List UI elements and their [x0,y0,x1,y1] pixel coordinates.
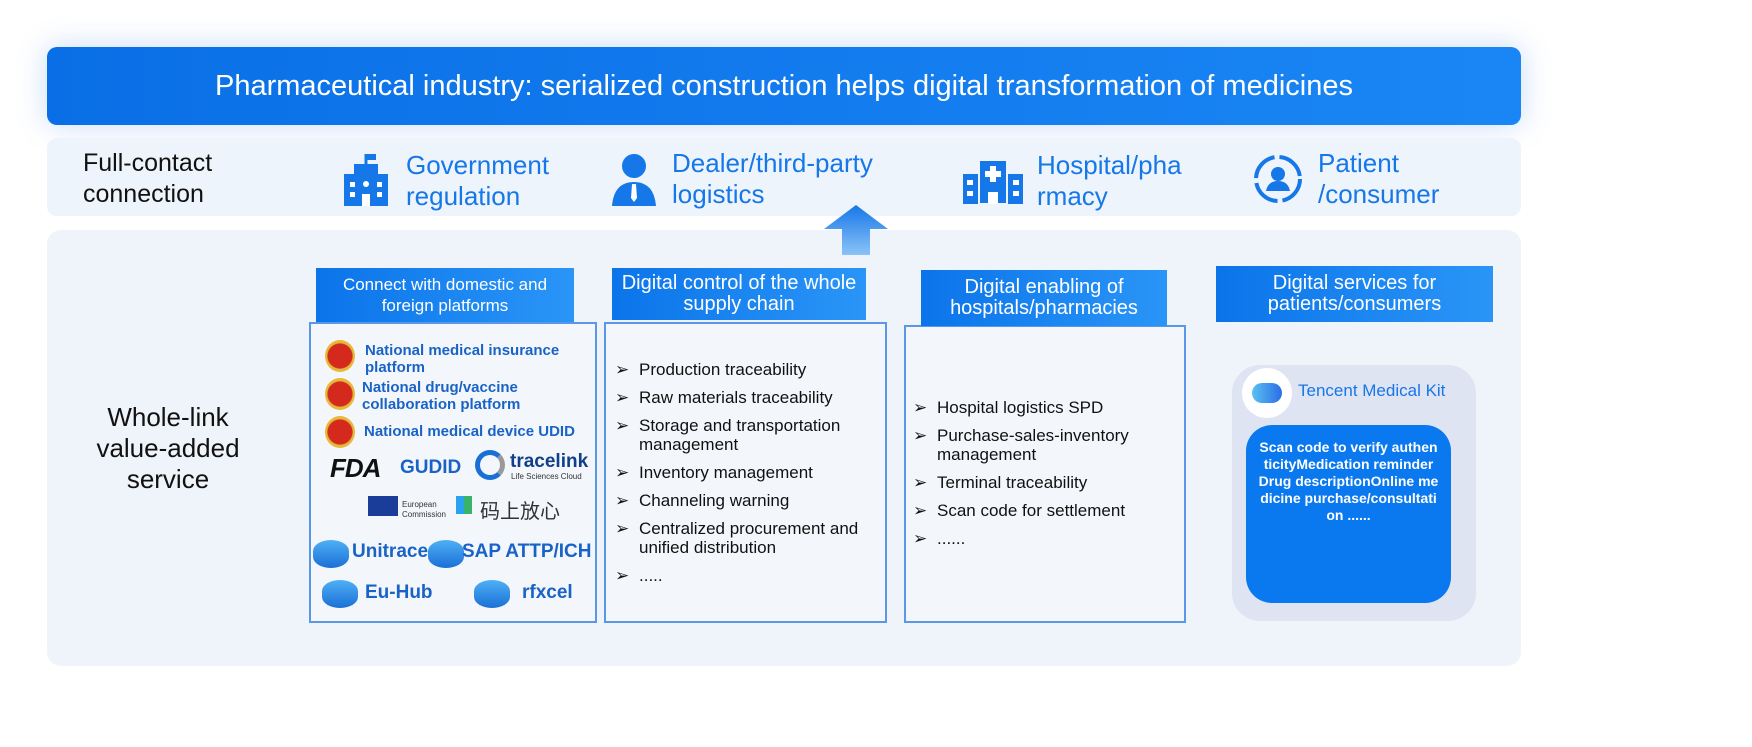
category-label: Government [406,150,550,180]
tencent-medical-kit-label: Tencent Medical Kit [1298,381,1446,400]
category-label: /consumer [1318,179,1440,209]
system-item: rfxcel [522,582,573,603]
list-item: ➢..... [615,566,663,585]
label-line: Whole-link [107,402,229,432]
item-text: Raw materials traceability [639,388,833,407]
category-label: regulation [406,181,521,211]
patient-services-header: Digital services for patients/consumers [1216,266,1493,322]
item-text: Terminal traceability [937,473,1088,492]
list-item: ➢...... [913,529,966,548]
gudid-label: GUDID [400,457,462,478]
up-arrow-icon [824,205,888,255]
system-item: Eu-Hub [365,582,433,603]
list-item: ➢Terminal traceability [913,473,1088,492]
category-label: Dealer/third-party [672,148,873,178]
fda-logo: FDA [330,453,381,483]
full-contact-label: Full-contact connection [83,148,212,210]
label-line: connection [83,180,204,208]
system-item: SAP ATTP/ICH [462,541,592,562]
patient-services-list: Scan code to verify authenticityMedicati… [1246,425,1451,603]
list-item: ➢Storage and transportation management [615,416,877,454]
list-item: ➢Channeling warning [615,491,790,510]
platforms-header: Connect with domestic and foreign platfo… [316,268,574,322]
list-item: ➢Purchase-sales-inventory management [913,426,1175,464]
item-text: Channeling warning [639,491,790,510]
platform-item: National drug/vaccine collaboration plat… [362,379,521,413]
database-icon [322,580,358,608]
item-text: Inventory management [639,463,813,482]
national-emblem-icon [325,378,355,410]
category-label: Patient [1318,148,1399,178]
database-icon [428,540,464,568]
list-item: ➢Raw materials traceability [615,388,833,407]
hospital-header: Digital enabling of hospitals/pharmacies [921,270,1167,326]
category-patient: Patient/consumer [1252,148,1439,210]
tracelink-sub: Life Sciences Cloud [511,472,582,481]
item-text: Hospital logistics SPD [937,398,1104,417]
category-label: rmacy [1037,181,1108,211]
label-line: Full-contact [83,149,213,177]
item-text: Centralized procurement and unified dist… [639,519,859,557]
label-line: service [126,464,210,494]
hospital-list: ➢Hospital logistics SPD ➢Purchase-sales-… [913,398,1175,557]
person-icon [612,154,656,206]
item-text: Scan code for settlement [937,501,1126,520]
national-emblem-icon [325,416,355,448]
government-building-icon [344,154,388,206]
category-label: logistics [672,179,765,209]
database-icon [474,580,510,608]
hospital-icon [963,159,1023,204]
supply-chain-box [604,322,887,623]
platform-item: National medical device UDID [364,423,575,440]
database-icon [313,540,349,568]
list-item: ➢Scan code for settlement [913,501,1126,520]
supply-chain-header: Digital control of the whole supply chai… [612,268,866,320]
patient-icon [1254,155,1302,203]
item-text: ..... [639,566,663,585]
system-item: Unitrace [352,541,429,562]
tracelink-logo-icon [475,450,505,480]
list-item: ➢Inventory management [615,463,813,482]
tencent-medical-kit-logo-icon [1242,368,1292,418]
eu-commission-logo: European Commission [402,500,447,519]
msfx-logo: 码上放心 [480,501,560,523]
supply-chain-list: ➢Production traceability ➢Raw materials … [615,360,877,594]
national-emblem-icon [325,340,355,372]
platform-item: National medical insurance platform [365,342,560,376]
list-item: ➢Production traceability [615,360,807,379]
label-line: value-added [96,433,240,463]
list-item: ➢Centralized procurement and unified dis… [615,519,877,557]
eu-flag-icon [368,496,398,516]
item-text: ...... [937,529,966,548]
item-text: Purchase-sales-inventory management [937,426,1129,464]
item-text: Storage and transportation management [639,416,841,454]
hospital-box [904,325,1186,623]
platforms-box [309,322,597,623]
list-item: ➢Hospital logistics SPD [913,398,1104,417]
item-text: Production traceability [639,360,807,379]
msfx-logo-icon [456,496,472,514]
tracelink-logo: tracelink [510,451,589,472]
category-label: Hospital/pha [1037,150,1182,180]
page-title: Pharmaceutical industry: serialized cons… [47,47,1521,125]
